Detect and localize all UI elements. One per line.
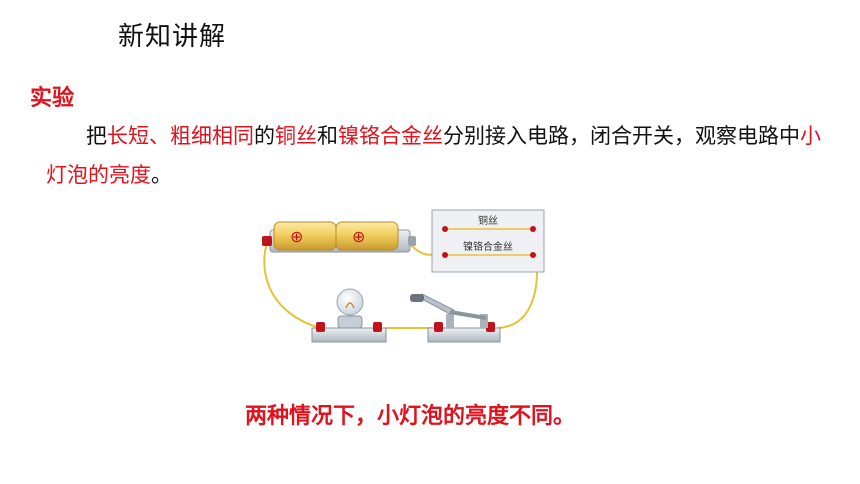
battery-plus-icon: ⊕ bbox=[290, 227, 303, 246]
highlight-same-length-thickness: 长短、粗细相同 bbox=[107, 124, 254, 148]
text-segment: 把 bbox=[86, 124, 107, 148]
wire-board bbox=[431, 209, 545, 273]
text-segment: 和 bbox=[317, 124, 338, 148]
nichrome-wire-label: 镍铬合金丝 bbox=[463, 240, 513, 253]
bulb-icon bbox=[311, 288, 387, 343]
section-label-experiment: 实验 bbox=[30, 86, 75, 111]
text-segment: 的 bbox=[254, 124, 275, 148]
battery-pack bbox=[262, 221, 416, 253]
page-title: 新知讲解 bbox=[118, 22, 227, 52]
circuit-diagram: ⊕ ⊕ 铜丝 镍铬合金丝 bbox=[262, 209, 545, 343]
highlight-nichrome-wire: 镍铬合金丝 bbox=[338, 124, 443, 148]
copper-wire-label: 铜丝 bbox=[478, 215, 498, 227]
text-segment: 分别接入电路，闭合开关，观察电路中 bbox=[443, 124, 800, 148]
battery-plus-icon: ⊕ bbox=[352, 227, 365, 246]
conclusion-text: 两种情况下，小灯泡的亮度不同。 bbox=[244, 404, 575, 429]
highlight-bulb-brightness: 小灯泡的亮度 bbox=[46, 124, 821, 187]
text-segment: 。 bbox=[151, 163, 172, 187]
experiment-paragraph: 把长短、粗细相同的铜丝和镍铬合金丝分别接入电路，闭合开关，观察电路中小灯泡的亮度… bbox=[46, 117, 836, 195]
highlight-copper-wire: 铜丝 bbox=[275, 124, 317, 148]
switch-icon bbox=[410, 293, 501, 343]
